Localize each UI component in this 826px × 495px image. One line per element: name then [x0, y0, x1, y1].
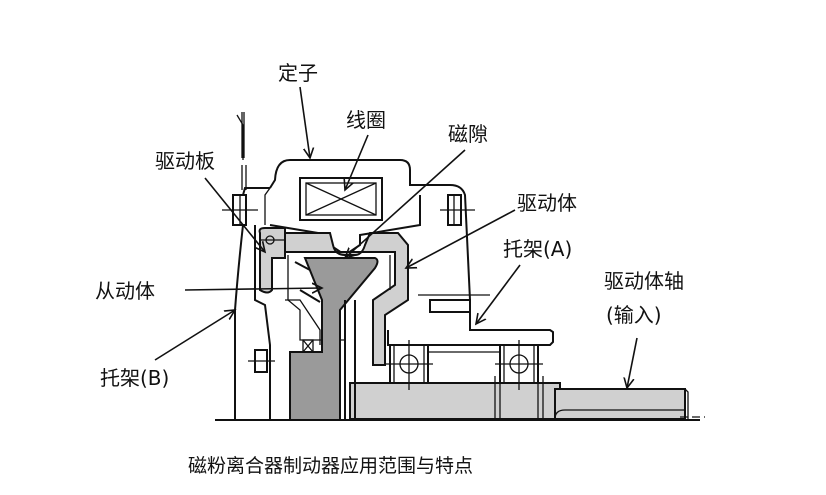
label-bracket-b: 托架(B) [100, 366, 169, 390]
bracket-a-leader [476, 264, 521, 324]
label-drive-shaft: 驱动体轴 [604, 269, 684, 293]
drive-plate-leader [204, 177, 265, 252]
bracket-a [387, 294, 554, 346]
diagram-caption: 磁粉离合器制动器应用范围与特点 [188, 455, 473, 477]
label-bracket-a: 托架(A) [503, 237, 572, 261]
drive-shaft [349, 376, 689, 420]
coil [299, 177, 383, 221]
gap-leader [345, 149, 466, 258]
bearing-left [385, 340, 433, 390]
bracket-b [234, 224, 275, 420]
label-magnetic-gap: 磁隙 [448, 122, 488, 146]
drive-shaft-leader [627, 337, 638, 388]
terminal-wires [236, 112, 247, 190]
bearing-right [495, 340, 543, 390]
stator-leader [299, 86, 310, 158]
driven-body-leader [184, 288, 322, 290]
label-drive-plate: 驱动板 [155, 149, 215, 173]
coil-leader [345, 134, 369, 190]
label-coil: 线圈 [346, 108, 386, 132]
driven-body [289, 257, 379, 421]
bolt-right [440, 194, 475, 226]
label-driving-body: 驱动体 [517, 191, 577, 215]
label-drive-shaft-note: (输入) [606, 303, 662, 327]
label-driven-body: 从动体 [95, 279, 155, 303]
bracket-b-leader [154, 310, 235, 361]
driving-body-leader [406, 209, 516, 268]
label-stator: 定子 [278, 61, 318, 85]
